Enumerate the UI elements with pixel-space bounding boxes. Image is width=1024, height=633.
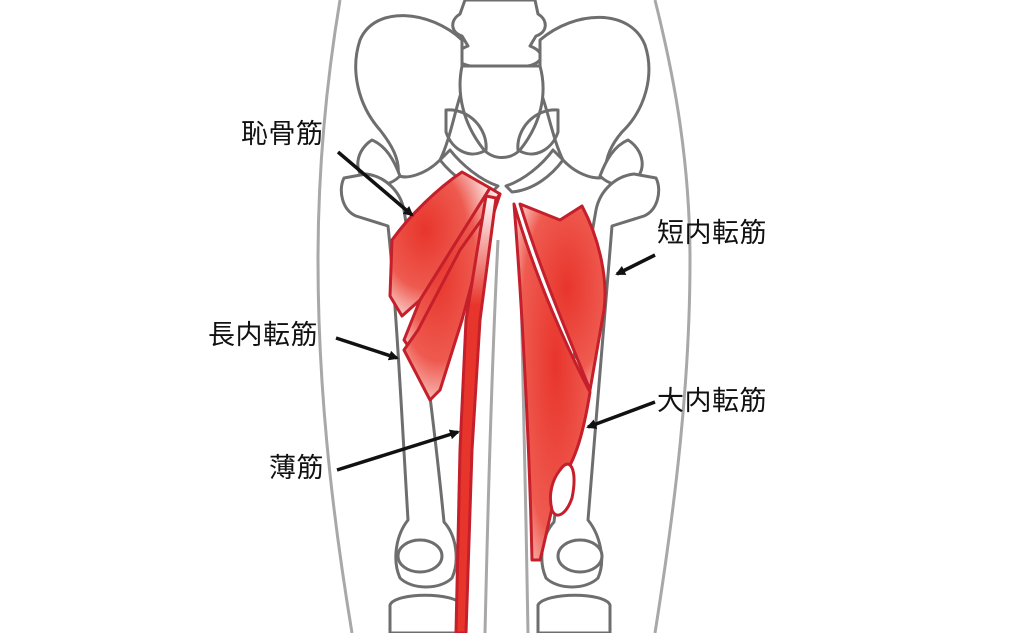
pelvis-bone <box>354 0 651 194</box>
arrow-adductor-longus <box>335 336 399 361</box>
arrow-adductor-magnus <box>586 400 656 429</box>
arrow-adductor-brevis <box>615 253 656 276</box>
arrow-pectineus <box>336 150 414 217</box>
arrow-gracilis <box>336 429 460 472</box>
muscles <box>388 170 607 633</box>
gracilis-muscle <box>454 194 498 633</box>
label-pectineus: 恥骨筋 <box>241 119 324 150</box>
label-adductor-magnus: 大内転筋 <box>657 386 767 417</box>
label-gracilis: 薄筋 <box>269 453 324 484</box>
label-adductor-longus: 長内転筋 <box>208 320 318 351</box>
label-adductor-brevis: 短内転筋 <box>657 218 767 249</box>
knee-bones <box>388 538 612 633</box>
pectineus-muscle <box>388 170 492 318</box>
leader-arrows <box>335 150 656 472</box>
